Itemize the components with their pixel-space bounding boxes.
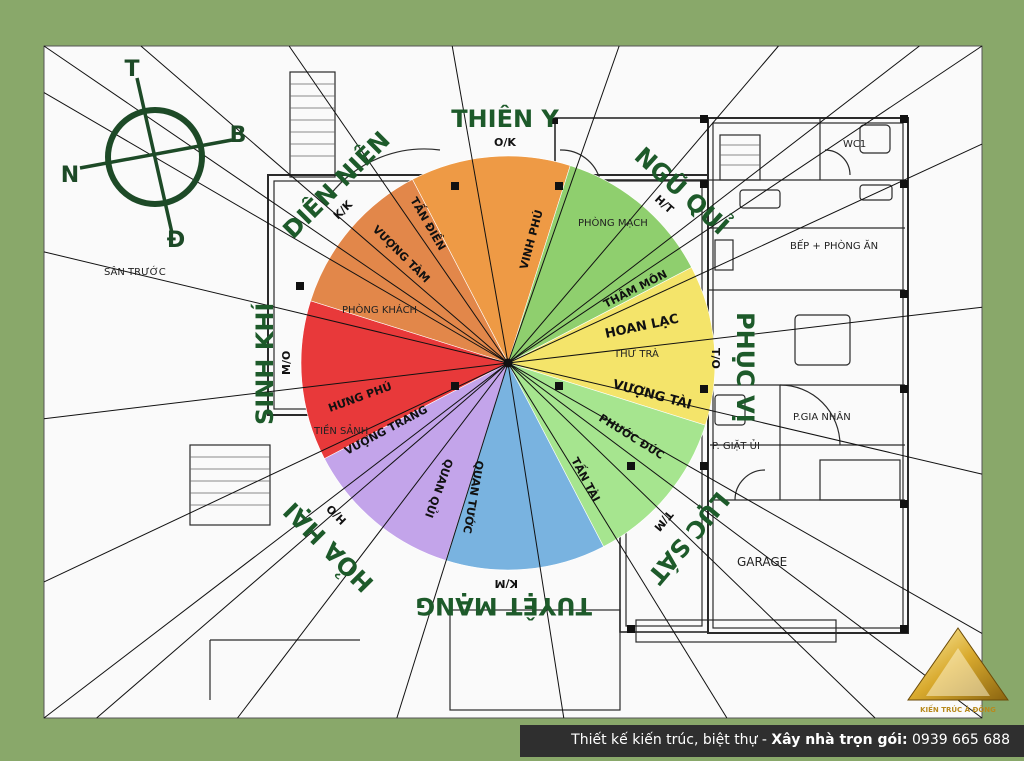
direction-ray [43,92,509,364]
room-wc1: WC1 [843,139,866,150]
compass-rose: T B N Đ [61,57,247,253]
direction-ray [507,362,983,634]
wedge-luc-sat [507,362,706,548]
direction-ray [507,362,565,719]
dir-thien-y-code: O/K [494,136,516,149]
direction-ray [507,362,876,719]
footer-bold: Xây nhà trọn gói: [771,732,908,748]
dir-sinh-khi-code: M/O [280,351,293,375]
room-phong-khach: PHÒNG KHÁCH [342,303,417,316]
direction-ray [451,45,509,364]
direction-ray [96,362,509,719]
dir-phuc-vi: PHỤC VỊ [731,312,759,423]
room-phong-mach: PHÒNG MẠCH [578,216,648,229]
footer-bar: Thiết kế kiến trúc, biệt thự - Xây nhà t… [520,725,1024,757]
logo-text: KIẾN TRÚC Á ĐÔNG [920,704,996,714]
compass-north-t: T [124,57,139,82]
direction-ray [237,362,509,719]
direction-ray [43,362,509,583]
room-san-truoc: SÂN TRƯỚC [104,265,166,278]
direction-ray [43,45,509,364]
kien-truc-a-dong-logo: KIẾN TRÚC Á ĐÔNG [907,627,1009,714]
direction-ray [507,45,620,364]
direction-ray [43,362,509,719]
room-bep-phong-an: BẾP + PHÒNG ĂN [790,238,878,252]
direction-ray [507,362,983,719]
direction-rays [43,45,983,719]
dir-tuyet-mang-code: K/M [495,577,519,590]
room-garage: GARAGE [737,555,787,569]
wedge-ngu-qui [507,165,693,364]
wheel-center [503,358,513,368]
direction-ray [507,45,779,364]
room-thu-tra: THƯ TRÀ [613,347,659,360]
direction-ray [507,45,983,364]
wedge-sinh-khi [300,300,509,459]
direction-ray [507,306,983,364]
compass-west-n: N [61,163,79,188]
direction-ray [507,362,983,475]
structural-columns [296,115,908,633]
wedge-thien-y [412,155,571,364]
wedge-hoa-hai [323,362,509,561]
dir-thien-y: THIÊN Y [451,104,559,133]
direction-ray [288,45,509,364]
room-p-gia-nhan: P.GIA NHÂN [793,410,851,423]
direction-ray [507,362,728,719]
dir-sinh-khi: SINH KHÍ [250,303,279,425]
footer-phone: 0939 665 688 [907,732,1010,748]
compass-east-b: B [230,123,247,148]
direction-ray [140,45,509,364]
room-p-giat-ui: P. GIẶT ỦI [712,438,760,452]
direction-ray [507,45,920,364]
direction-ray [43,251,509,364]
room-labels: SÂN TRƯỚC PHÒNG KHÁCH TIỀN SẢNH PHÒNG MẠ… [104,139,878,569]
footer-prefix: Thiết kế kiến trúc, biệt thự - [571,732,772,748]
footer-text: Thiết kế kiến trúc, biệt thự - Xây nhà t… [520,732,1010,748]
dir-phuc-vi-code: T/O [709,348,722,369]
direction-ray [396,362,509,719]
room-tien-sanh: TIỀN SẢNH [313,423,368,437]
dir-tuyet-mang: TUYỆT MẠNG [415,592,592,622]
compass-south-d: Đ [167,228,185,253]
wedge-dien-nien [310,178,509,364]
wedge-phuc-vi [507,267,716,426]
direction-ray [43,362,509,420]
